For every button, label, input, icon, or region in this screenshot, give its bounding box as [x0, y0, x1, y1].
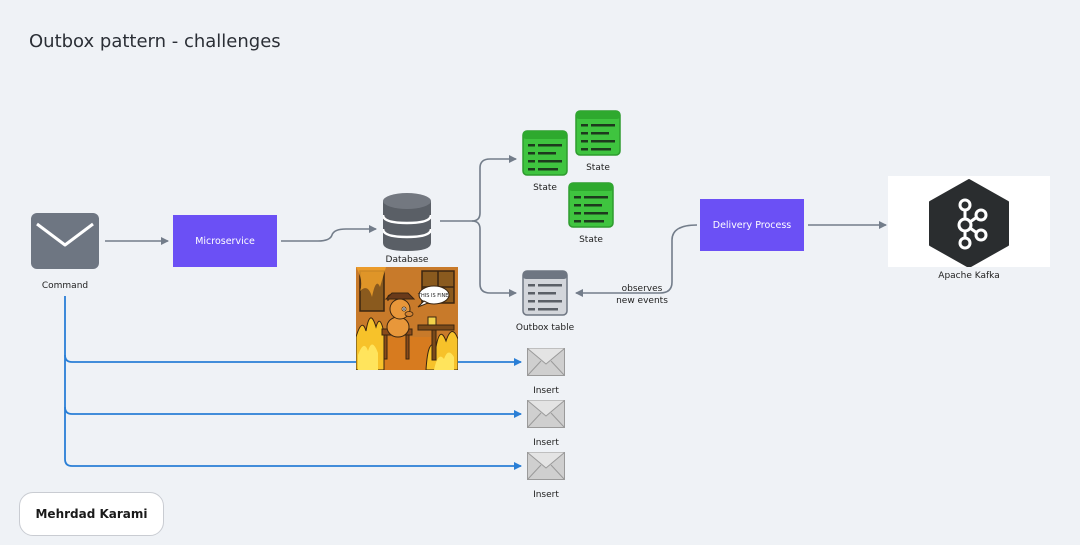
state-label-3: State — [579, 235, 603, 245]
outbox-table-label: Outbox table — [515, 323, 575, 333]
insert-label-2: Insert — [533, 438, 559, 448]
mail-icon — [527, 452, 565, 480]
outbox-table-icon — [522, 270, 568, 316]
arrow-database-to-outbox — [471, 220, 517, 297]
this-is-fine-meme-image: THIS IS FINE. — [356, 267, 458, 370]
kafka-label: Apache Kafka — [938, 271, 1000, 281]
observes-label: observes new events — [612, 283, 672, 307]
state-table-icon — [522, 130, 568, 176]
meme-speech-text: THIS IS FINE. — [417, 293, 451, 299]
kafka-logo-icon — [929, 179, 1009, 267]
arrow-command-to-insert-3 — [64, 407, 522, 470]
kafka-box — [888, 176, 1050, 267]
arrow-database-to-state — [440, 155, 517, 222]
envelope-icon — [31, 213, 99, 269]
mail-icon — [527, 348, 565, 376]
state-table-icon — [568, 182, 614, 228]
state-label-1: State — [533, 183, 557, 193]
mail-icon — [527, 400, 565, 428]
database-icon — [383, 193, 431, 251]
delivery-process-box[interactable]: Delivery Process — [700, 199, 804, 251]
microservice-box[interactable]: Microservice — [173, 215, 277, 267]
diagram-title: Outbox pattern - challenges — [29, 31, 281, 52]
arrow-delivery-to-outbox — [575, 224, 698, 297]
observes-line-2: new events — [616, 296, 668, 306]
author-badge: Mehrdad Karami — [19, 492, 164, 536]
insert-label-1: Insert — [533, 386, 559, 396]
observes-line-1: observes — [621, 284, 663, 294]
state-table-icon — [575, 110, 621, 156]
arrow-microservice-to-database — [281, 225, 377, 242]
insert-label-3: Insert — [533, 490, 559, 500]
state-label-2: State — [586, 163, 610, 173]
command-label: Command — [41, 281, 89, 291]
database-label: Database — [385, 255, 429, 265]
